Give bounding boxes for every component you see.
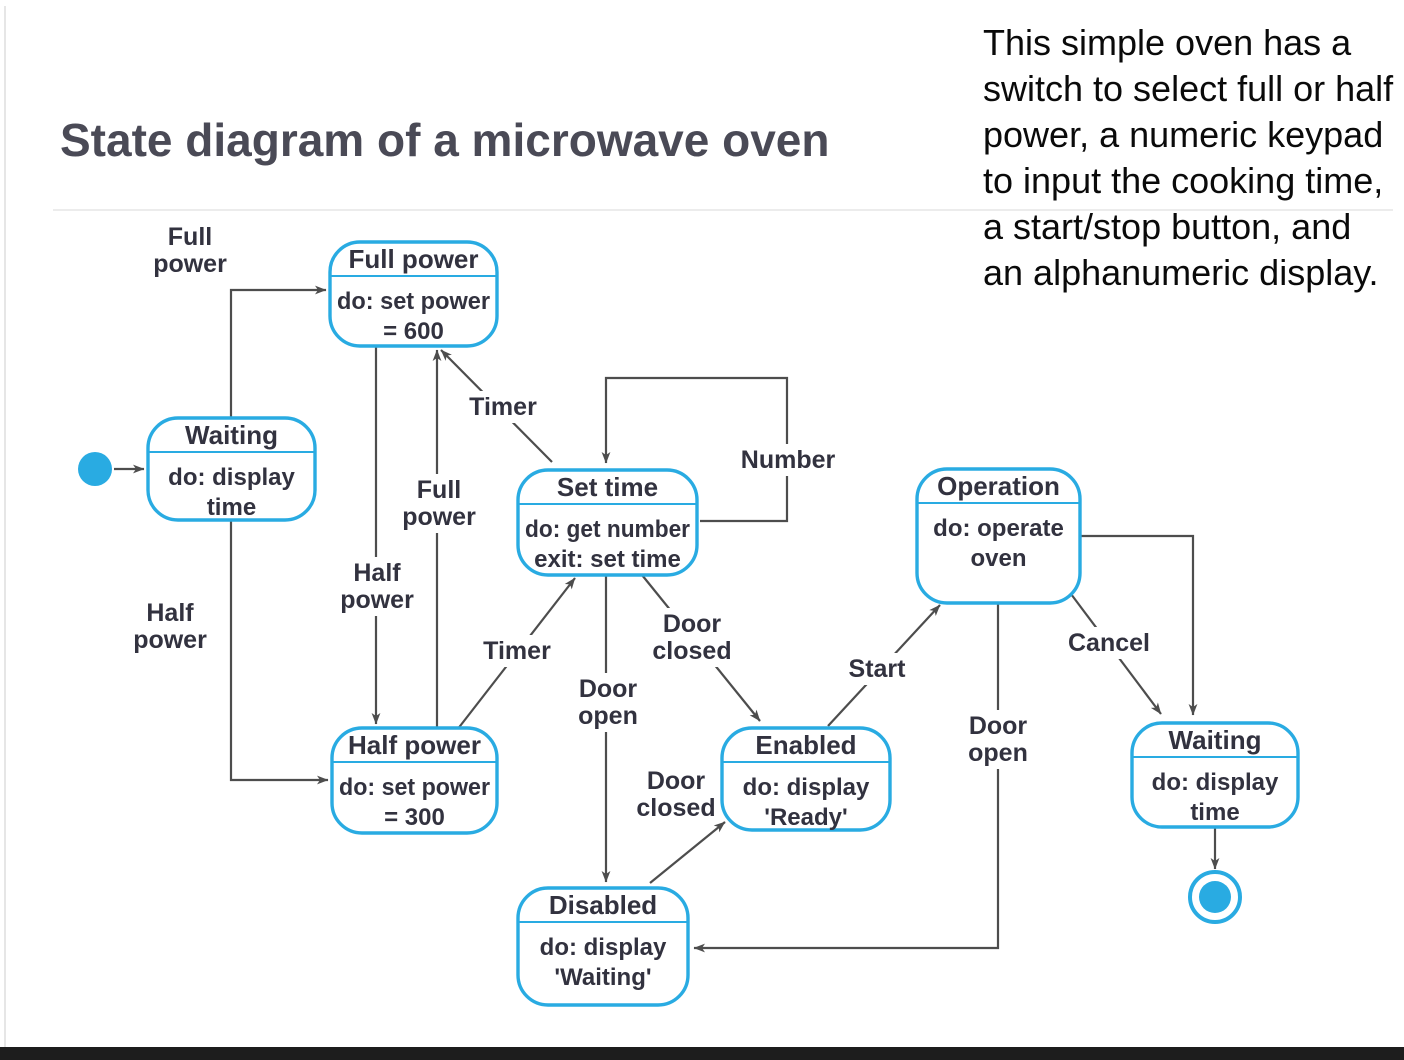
divider-rule <box>53 209 1393 211</box>
description-line: switch to select full or half <box>983 68 1394 109</box>
state-action-line: do: get number <box>525 516 690 543</box>
state-title: Operation <box>937 471 1060 501</box>
state-action-line: do: display <box>168 464 295 491</box>
page-title: State diagram of a microwave oven <box>60 113 830 166</box>
state-waiting-right: Waiting do: display time <box>1130 721 1300 829</box>
svg-text:power: power <box>153 250 227 278</box>
transition-label-set-time-to-full-power: Timer <box>465 391 542 423</box>
description-line: to input the cooking time, <box>983 160 1384 201</box>
state-title: Waiting <box>185 420 278 450</box>
initial-state-marker <box>78 452 112 486</box>
state-full-power: Full power do: set power = 600 <box>328 240 499 348</box>
state-title: Full power <box>349 244 479 274</box>
state-action-line: do: operate <box>933 515 1064 542</box>
svg-text:power: power <box>340 586 414 614</box>
svg-text:power: power <box>402 503 476 531</box>
svg-text:Door: Door <box>579 675 638 703</box>
state-action-line: do: set power <box>339 774 490 801</box>
svg-text:Door: Door <box>663 610 722 638</box>
svg-text:Door: Door <box>969 712 1028 740</box>
svg-text:open: open <box>578 702 638 730</box>
final-state-marker <box>1188 870 1242 924</box>
state-enabled: Enabled do: display 'Ready' <box>720 726 892 832</box>
svg-text:power: power <box>133 626 207 654</box>
state-action-line: oven <box>970 545 1026 572</box>
transition-label-operation-to-waiting-cancel: Cancel <box>1064 627 1154 659</box>
svg-text:Half: Half <box>353 559 401 587</box>
svg-text:Timer: Timer <box>483 637 551 665</box>
transition-waiting-to-full-power <box>229 285 327 418</box>
svg-text:Start: Start <box>849 655 907 683</box>
svg-text:Cancel: Cancel <box>1068 629 1150 657</box>
state-title: Disabled <box>549 890 657 920</box>
state-action-line: = 300 <box>384 804 445 831</box>
state-action-line: time <box>207 494 256 521</box>
state-title: Half power <box>348 730 481 760</box>
transition-waiting-to-half-power <box>229 520 329 785</box>
state-action-line: 'Ready' <box>764 804 847 831</box>
description-line: an alphanumeric display. <box>983 252 1379 293</box>
svg-text:Full: Full <box>168 223 212 251</box>
state-action-line: do: display <box>540 934 667 961</box>
svg-text:Full: Full <box>417 476 461 504</box>
svg-text:Half: Half <box>146 599 194 627</box>
oven-description: This simple oven has a switch to select f… <box>983 20 1403 296</box>
description-line: This simple oven has a <box>983 22 1352 63</box>
footer-bar <box>0 1047 1404 1060</box>
state-action-line: = 600 <box>383 318 444 345</box>
transition-operation-to-waiting-elbow <box>1080 534 1198 716</box>
transition-label-set-time-number-loop: Number <box>736 444 840 476</box>
state-action-line: time <box>1190 799 1239 826</box>
description-line: power, a numeric keypad <box>983 114 1384 155</box>
transition-label-enabled-to-operation: Start <box>844 653 911 685</box>
transition-label-half-power-to-set-time: Timer <box>479 635 556 667</box>
state-title: Enabled <box>755 730 856 760</box>
state-action-line: do: display <box>1152 769 1279 796</box>
state-action-line: 'Waiting' <box>554 964 651 991</box>
state-disabled: Disabled do: display 'Waiting' <box>516 886 690 1007</box>
svg-text:closed: closed <box>636 794 715 822</box>
state-action-line: exit: set time <box>534 546 681 573</box>
state-title: Set time <box>557 472 658 502</box>
state-title: Waiting <box>1169 725 1262 755</box>
transition-set-time-number-loop <box>601 376 789 523</box>
description-line: a start/stop button, and <box>983 206 1352 247</box>
svg-text:Door: Door <box>647 767 706 795</box>
svg-text:Number: Number <box>741 446 836 474</box>
state-half-power: Half power do: set power = 300 <box>330 726 499 835</box>
svg-text:open: open <box>968 739 1028 767</box>
state-action-line: do: set power <box>337 288 490 315</box>
transition-disabled-to-enabled <box>649 821 726 884</box>
svg-text:Timer: Timer <box>469 393 537 421</box>
state-operation: Operation do: operate oven <box>915 467 1082 605</box>
state-action-line: do: display <box>743 774 870 801</box>
state-waiting-left: Waiting do: display time <box>146 416 317 522</box>
svg-text:closed: closed <box>652 637 731 665</box>
state-set-time: Set time do: get number exit: set time <box>516 468 699 577</box>
window-left-edge <box>4 6 6 1048</box>
